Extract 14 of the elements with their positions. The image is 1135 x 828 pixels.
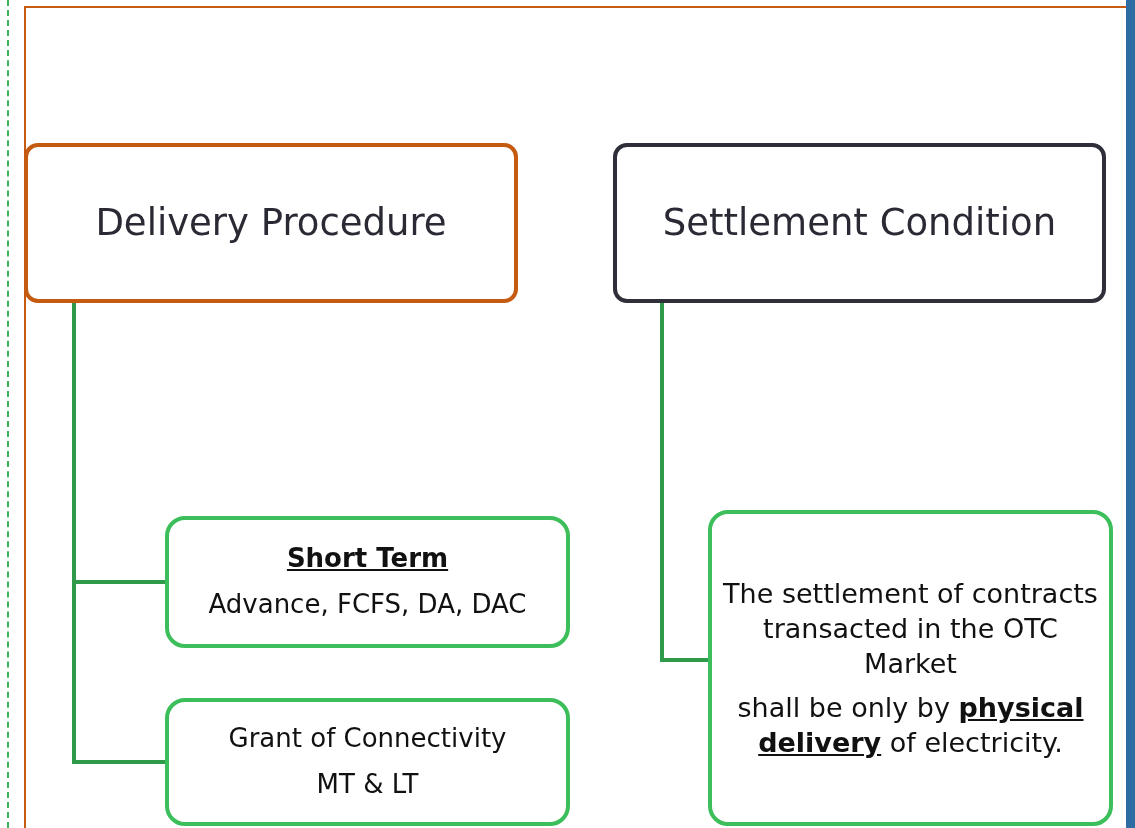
info-box (165, 698, 570, 826)
category-box (24, 143, 518, 303)
box-heading: Settlement Condition (662, 200, 1057, 246)
box-heading: Short Term (286, 542, 449, 576)
box-text: Grant of Connectivity (228, 722, 507, 756)
info-box (165, 516, 570, 648)
box-text: Advance, FCFS, DA, DAC (208, 588, 527, 621)
box-text: shall be only by physical delivery of electricity. (736, 690, 1085, 760)
box-heading: Delivery Procedure (95, 200, 447, 246)
category-box (613, 143, 1106, 303)
connector-line (72, 303, 165, 764)
info-box (708, 510, 1113, 826)
connector-line (660, 303, 708, 662)
box-text: MT & LT (316, 768, 419, 801)
